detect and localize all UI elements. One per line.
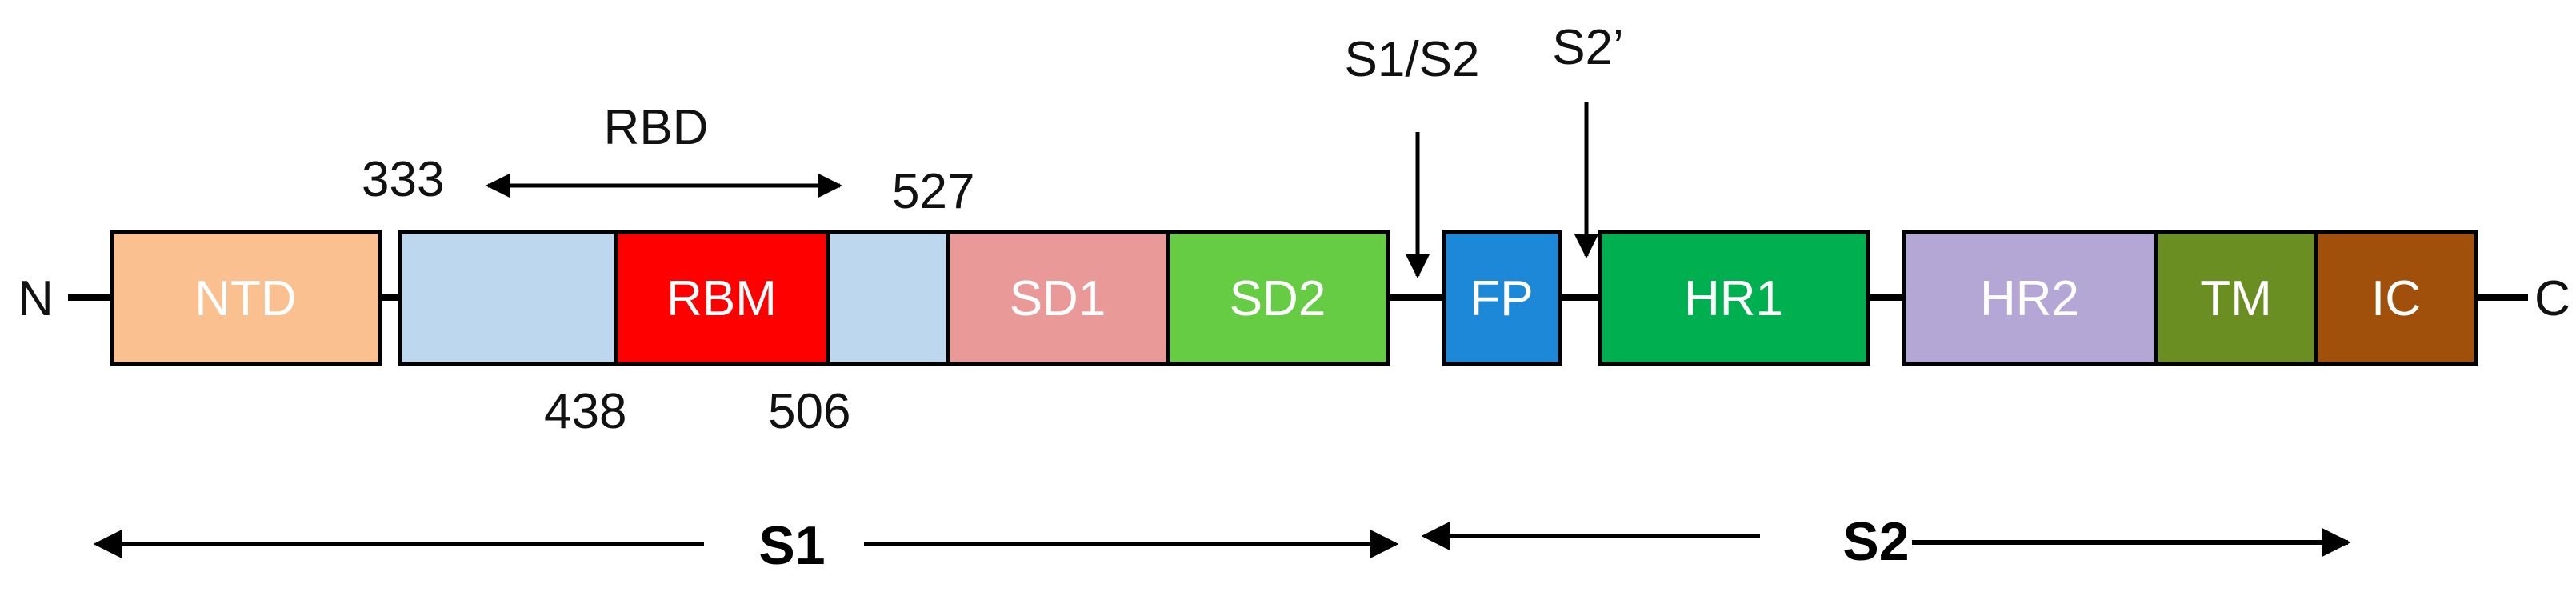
segment-sd1 <box>946 230 1170 366</box>
s2prime-site-label: S2’ <box>1552 20 1624 75</box>
label-fp: FP <box>1470 271 1533 326</box>
label-ntd: NTD <box>194 271 296 326</box>
s1-region-label: S1 <box>758 515 825 576</box>
label-sd2: SD2 <box>1230 271 1326 326</box>
rbd-label: RBD <box>604 100 709 155</box>
segment-fp <box>1442 230 1562 366</box>
label-hr1: HR1 <box>1684 271 1783 326</box>
s2-region-label: S2 <box>1842 511 1909 572</box>
segment-sd2 <box>1166 230 1390 366</box>
n-terminus-label: N <box>18 271 54 326</box>
label-hr2: HR2 <box>1980 271 2079 326</box>
label-rbm: RBM <box>666 271 777 326</box>
segment-rbd-right <box>826 230 950 366</box>
rbm-end-residue: 506 <box>768 384 850 439</box>
label-sd1: SD1 <box>1010 271 1106 326</box>
label-tm: TM <box>2200 271 2272 326</box>
segment-ntd <box>110 230 382 366</box>
c-terminus-label: C <box>2534 271 2570 326</box>
label-ic: IC <box>2371 271 2421 326</box>
segment-rbd-left <box>398 230 618 366</box>
rbd-start-residue: 333 <box>362 152 444 207</box>
segment-ic <box>2314 230 2478 366</box>
segment-hr1 <box>1598 230 1870 366</box>
s1s2-site-label: S1/S2 <box>1345 32 1480 87</box>
rbm-start-residue: 438 <box>544 384 626 439</box>
rbd-end-residue: 527 <box>892 164 974 219</box>
segment-rbm <box>614 230 830 366</box>
